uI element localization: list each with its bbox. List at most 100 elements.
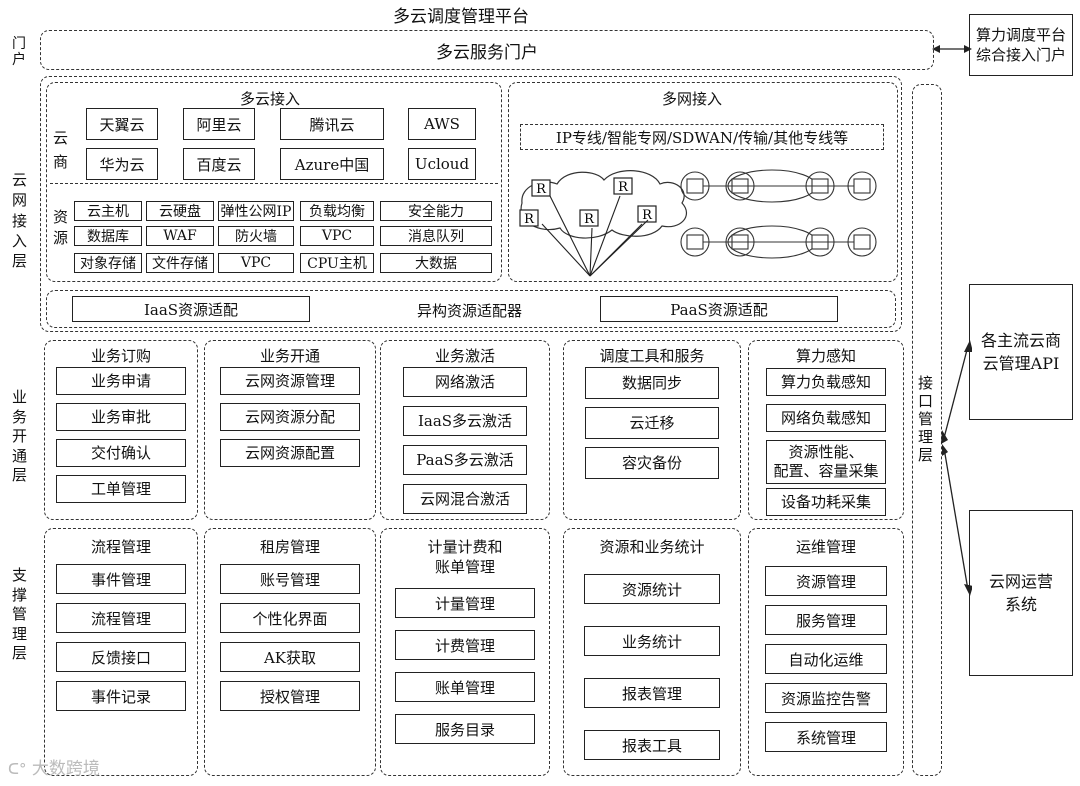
support-item-box[interactable]: AK获取 — [220, 642, 360, 672]
support-item-box[interactable]: 报表工具 — [584, 730, 720, 760]
resource-box-label: 大数据 — [415, 256, 457, 272]
biz-group-title: 业务开通 — [204, 345, 376, 366]
resource-box[interactable]: VPC — [300, 226, 374, 246]
support-item-box[interactable]: 个性化界面 — [220, 603, 360, 633]
support-item-box[interactable]: 账号管理 — [220, 564, 360, 594]
vendor-box[interactable]: 腾讯云 — [280, 108, 384, 140]
support-group-panel — [204, 528, 376, 776]
vendor-box[interactable]: 天翼云 — [86, 108, 158, 140]
resource-box-label: VPC — [240, 255, 272, 271]
support-item-box[interactable]: 授权管理 — [220, 681, 360, 711]
support-item-box[interactable]: 计费管理 — [395, 630, 535, 660]
biz-group-title: 业务订购 — [44, 345, 198, 366]
vendor-box[interactable]: 阿里云 — [183, 108, 255, 140]
resource-box[interactable]: 大数据 — [380, 253, 492, 273]
support-item-box-label: 服务目录 — [434, 720, 495, 739]
biz-item-box[interactable]: 容灾备份 — [585, 447, 719, 479]
support-item-box[interactable]: 服务目录 — [395, 714, 535, 744]
support-item-box[interactable]: 计量管理 — [395, 588, 535, 618]
biz-item-box[interactable]: 云网混合激活 — [403, 484, 527, 514]
resource-box[interactable]: 弹性公网IP — [218, 201, 294, 221]
support-item-box[interactable]: 资源管理 — [765, 566, 887, 596]
biz-group-panel — [748, 340, 904, 520]
support-item-box[interactable]: 业务统计 — [584, 626, 720, 656]
biz-group-panel — [380, 340, 550, 520]
resource-box[interactable]: 防火墙 — [218, 226, 294, 246]
biz-item-box[interactable]: 云网资源配置 — [220, 439, 360, 467]
biz-item-box[interactable]: 云网资源管理 — [220, 367, 360, 395]
support-item-box[interactable]: 系统管理 — [765, 722, 887, 752]
multi-net-bar[interactable]: IP专线/智能专网/SDWAN/传输/其他专线等 — [520, 124, 884, 150]
portal-ext-box[interactable]: 算力调度平台 综合接入门户 — [969, 14, 1073, 76]
resource-box-label: 文件存储 — [152, 256, 208, 272]
support-item-box-label: 个性化界面 — [252, 609, 328, 628]
biz-item-box-label: 云网资源管理 — [244, 371, 335, 390]
vendor-box[interactable]: 华为云 — [86, 148, 158, 180]
support-item-box[interactable]: 反馈接口 — [56, 642, 186, 672]
biz-item-box[interactable]: 交付确认 — [56, 439, 186, 467]
biz-item-box[interactable]: 业务审批 — [56, 403, 186, 431]
router-label: R — [584, 212, 595, 227]
support-item-box[interactable]: 事件管理 — [56, 564, 186, 594]
ops-system-box[interactable]: 云网运营 系统 — [969, 510, 1073, 676]
support-item-box-label: 计费管理 — [434, 636, 495, 655]
biz-item-box[interactable]: PaaS多云激活 — [403, 445, 527, 475]
resource-box[interactable]: 安全能力 — [380, 201, 492, 221]
cloud-api-box[interactable]: 各主流云商 云管理API — [969, 284, 1073, 420]
support-item-box[interactable]: 事件记录 — [56, 681, 186, 711]
biz-item-box[interactable]: 工单管理 — [56, 475, 186, 503]
biz-item-box[interactable]: 云迁移 — [585, 407, 719, 439]
biz-group-panel — [204, 340, 376, 520]
paas-adapter-box[interactable]: PaaS资源适配 — [600, 296, 838, 322]
support-group-title-label: 运维管理 — [795, 538, 856, 556]
vendor-box[interactable]: 百度云 — [183, 148, 255, 180]
resource-box[interactable]: 数据库 — [74, 226, 142, 246]
vendor-box[interactable]: Azure中国 — [280, 148, 384, 180]
resource-box-label: 消息队列 — [408, 229, 464, 245]
resource-box[interactable]: 负载均衡 — [300, 201, 374, 221]
router-label: R — [536, 182, 547, 197]
biz-item-box[interactable]: 云网资源分配 — [220, 403, 360, 431]
support-item-box[interactable]: 资源监控告警 — [765, 683, 887, 713]
resource-box[interactable]: CPU主机 — [300, 253, 374, 273]
support-group-title-label: 资源和业务统计 — [599, 538, 705, 556]
support-item-box[interactable]: 自动化运维 — [765, 644, 887, 674]
biz-item-box-label: PaaS多云激活 — [416, 450, 514, 469]
page-title: 多云调度管理平台 — [393, 7, 529, 27]
biz-item-box[interactable]: 算力负载感知 — [766, 368, 886, 396]
biz-item-box[interactable]: 网络负载感知 — [766, 404, 886, 432]
resource-box[interactable]: VPC — [218, 253, 294, 273]
biz-group-title-label: 调度工具和服务 — [599, 347, 705, 365]
resource-box[interactable]: 对象存储 — [74, 253, 142, 273]
support-group-panel — [563, 528, 741, 776]
resource-box-label: CPU主机 — [307, 256, 367, 272]
support-item-box[interactable]: 服务管理 — [765, 605, 887, 635]
iaas-adapter-box[interactable]: IaaS资源适配 — [72, 296, 310, 322]
support-item-box[interactable]: 资源统计 — [584, 574, 720, 604]
resource-box[interactable]: 云硬盘 — [146, 201, 214, 221]
support-item-box-label: 服务管理 — [795, 611, 856, 630]
biz-item-box[interactable]: IaaS多云激活 — [403, 406, 527, 436]
vendor-box-label: 天翼云 — [99, 115, 145, 134]
biz-item-box-label: 交付确认 — [90, 443, 151, 462]
support-item-box[interactable]: 账单管理 — [395, 672, 535, 702]
paas-adapter-label: PaaS资源适配 — [670, 300, 768, 319]
resource-box[interactable]: 文件存储 — [146, 253, 214, 273]
biz-item-box[interactable]: 资源性能、 配置、容量采集 — [766, 440, 886, 484]
portal-box[interactable]: 多云服务门户 — [40, 30, 934, 70]
resource-box[interactable]: WAF — [146, 226, 214, 246]
biz-item-box-label: 算力负载感知 — [780, 372, 871, 391]
resource-box[interactable]: 云主机 — [74, 201, 142, 221]
vendor-box[interactable]: AWS — [408, 108, 476, 140]
support-item-box[interactable]: 流程管理 — [56, 603, 186, 633]
biz-item-box[interactable]: 网络激活 — [403, 367, 527, 397]
support-item-box-label: 自动化运维 — [788, 650, 864, 669]
multi-cloud-panel — [46, 82, 502, 282]
support-group-title: 资源和业务统计 — [563, 538, 741, 558]
support-item-box[interactable]: 报表管理 — [584, 678, 720, 708]
biz-item-box[interactable]: 设备功耗采集 — [766, 488, 886, 516]
resource-box[interactable]: 消息队列 — [380, 226, 492, 246]
biz-item-box[interactable]: 数据同步 — [585, 367, 719, 399]
biz-item-box[interactable]: 业务申请 — [56, 367, 186, 395]
vendor-box[interactable]: Ucloud — [408, 148, 476, 180]
